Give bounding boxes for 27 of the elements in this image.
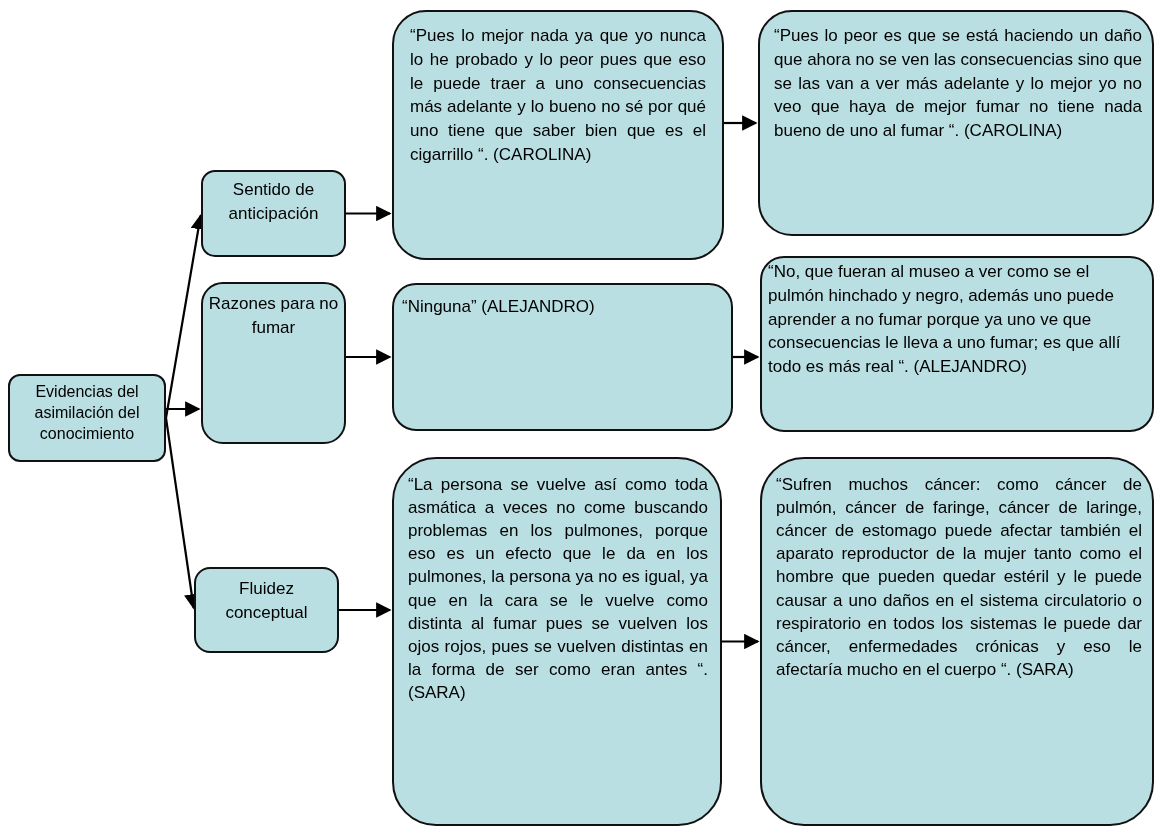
rounded-box xyxy=(201,170,346,257)
rounded-box xyxy=(194,567,339,653)
arrow xyxy=(346,205,392,222)
rounded-box xyxy=(392,457,722,826)
rounded-box xyxy=(758,10,1154,236)
box-text: Razones para no fumar xyxy=(207,293,340,339)
box-text: Fluidez conceptual xyxy=(224,578,309,624)
arrow xyxy=(346,349,392,365)
arrow xyxy=(166,401,201,417)
box-text: Evidencias del asimilación del conocimiento xyxy=(33,382,141,444)
arrow xyxy=(733,349,760,365)
rounded-box xyxy=(8,374,166,462)
box-text: “Ninguna” (ALEJANDRO) xyxy=(402,296,596,318)
arrow xyxy=(724,115,758,131)
box-text: Sentido de anticipación xyxy=(227,179,320,225)
box-text: “Pues lo mejor nada ya que yo nunca lo he probado y lo peor pues que eso le puede traer a uno consecuencias más adelante y lo bueno no sé por qué uno tiene que saber bien que es el cigarrillo “. (CAROLINA) xyxy=(410,25,706,166)
rounded-box xyxy=(392,283,733,431)
box-text: “Sufren muchos cáncer: como cáncer de pulmón, cáncer de faringe, cáncer de laringe, cáncer de estomago puede afectar también el aparato reproductor de la mujer tanto como el hombre que pueden quedar estéril y le puede causar a uno daños en el sistema circulatorio o respiratorio en todos los sistemas le puede dar cáncer, enfermedades crónicas y eso le afectaría mucho en el cuerpo “. (SARA) xyxy=(776,474,1142,681)
arrow xyxy=(339,602,392,618)
rounded-box xyxy=(760,256,1154,432)
arrow xyxy=(722,633,760,650)
box-text: “No, que fueran al museo a ver como se el pulmón hinchado y negro, además uno puede aprender a no fumar porque ya uno ve que consecuencias le lleva a uno fumar; es que allí todo es más real “. (ALEJANDRO) xyxy=(768,261,1122,379)
rounded-box xyxy=(201,282,346,444)
rounded-box xyxy=(760,457,1154,826)
box-text: “Pues lo peor es que se está haciendo un daño que ahora no se ven las consecuencias sino que se las van a ver más adelante y lo mejor yo no veo que haya de mejor fumar no tiene nada bueno de uno al fumar “. (CAROLINA) xyxy=(774,25,1142,143)
box-text: “La persona se vuelve así como toda asmática a veces no come buscando problemas en los pulmones, porque eso es un efecto que le da en los pulmones, la persona ya no es igual, ya que en la cara se le vuelve como distinta al fumar pues se vuelven los ojos rojos, pues se vuelven distintas en la forma de ser como eran antes “. (SARA) xyxy=(408,474,708,704)
rounded-box xyxy=(392,10,724,260)
